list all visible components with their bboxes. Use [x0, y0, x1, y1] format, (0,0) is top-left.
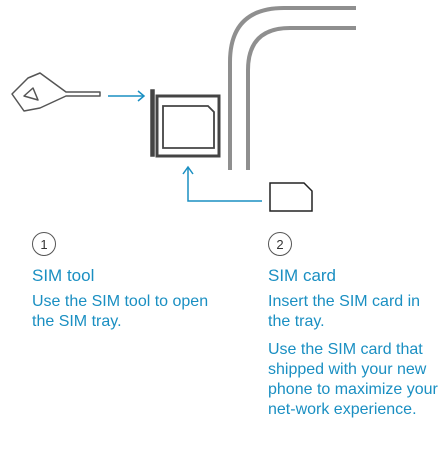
step-1-title: SIM tool: [32, 266, 95, 285]
step-2-note: Use the SIM card that shipped with your …: [268, 341, 438, 418]
step-2-number: 2: [268, 232, 292, 256]
phone-corner-icon: [228, 6, 356, 170]
step-1-number: 1: [32, 232, 56, 256]
sim-tray-icon: [150, 89, 221, 158]
step-1-description: Use the SIM tool to open the SIM tray.: [32, 293, 209, 330]
step-1: 1 SIM tool Use the SIM tool to open the …: [32, 232, 222, 332]
step-2: 2 SIM card Insert the SIM card in the tr…: [268, 232, 438, 420]
step-2-description: Insert the SIM card in the tray.: [268, 293, 421, 330]
step-2-title: SIM card: [268, 266, 337, 285]
sim-tool-icon: [11, 72, 101, 112]
sim-card-icon: [269, 182, 313, 212]
arrow-to-tray-from-card: [182, 165, 262, 202]
sim-install-illustration: [11, 6, 356, 212]
arrow-to-tray: [108, 90, 146, 102]
